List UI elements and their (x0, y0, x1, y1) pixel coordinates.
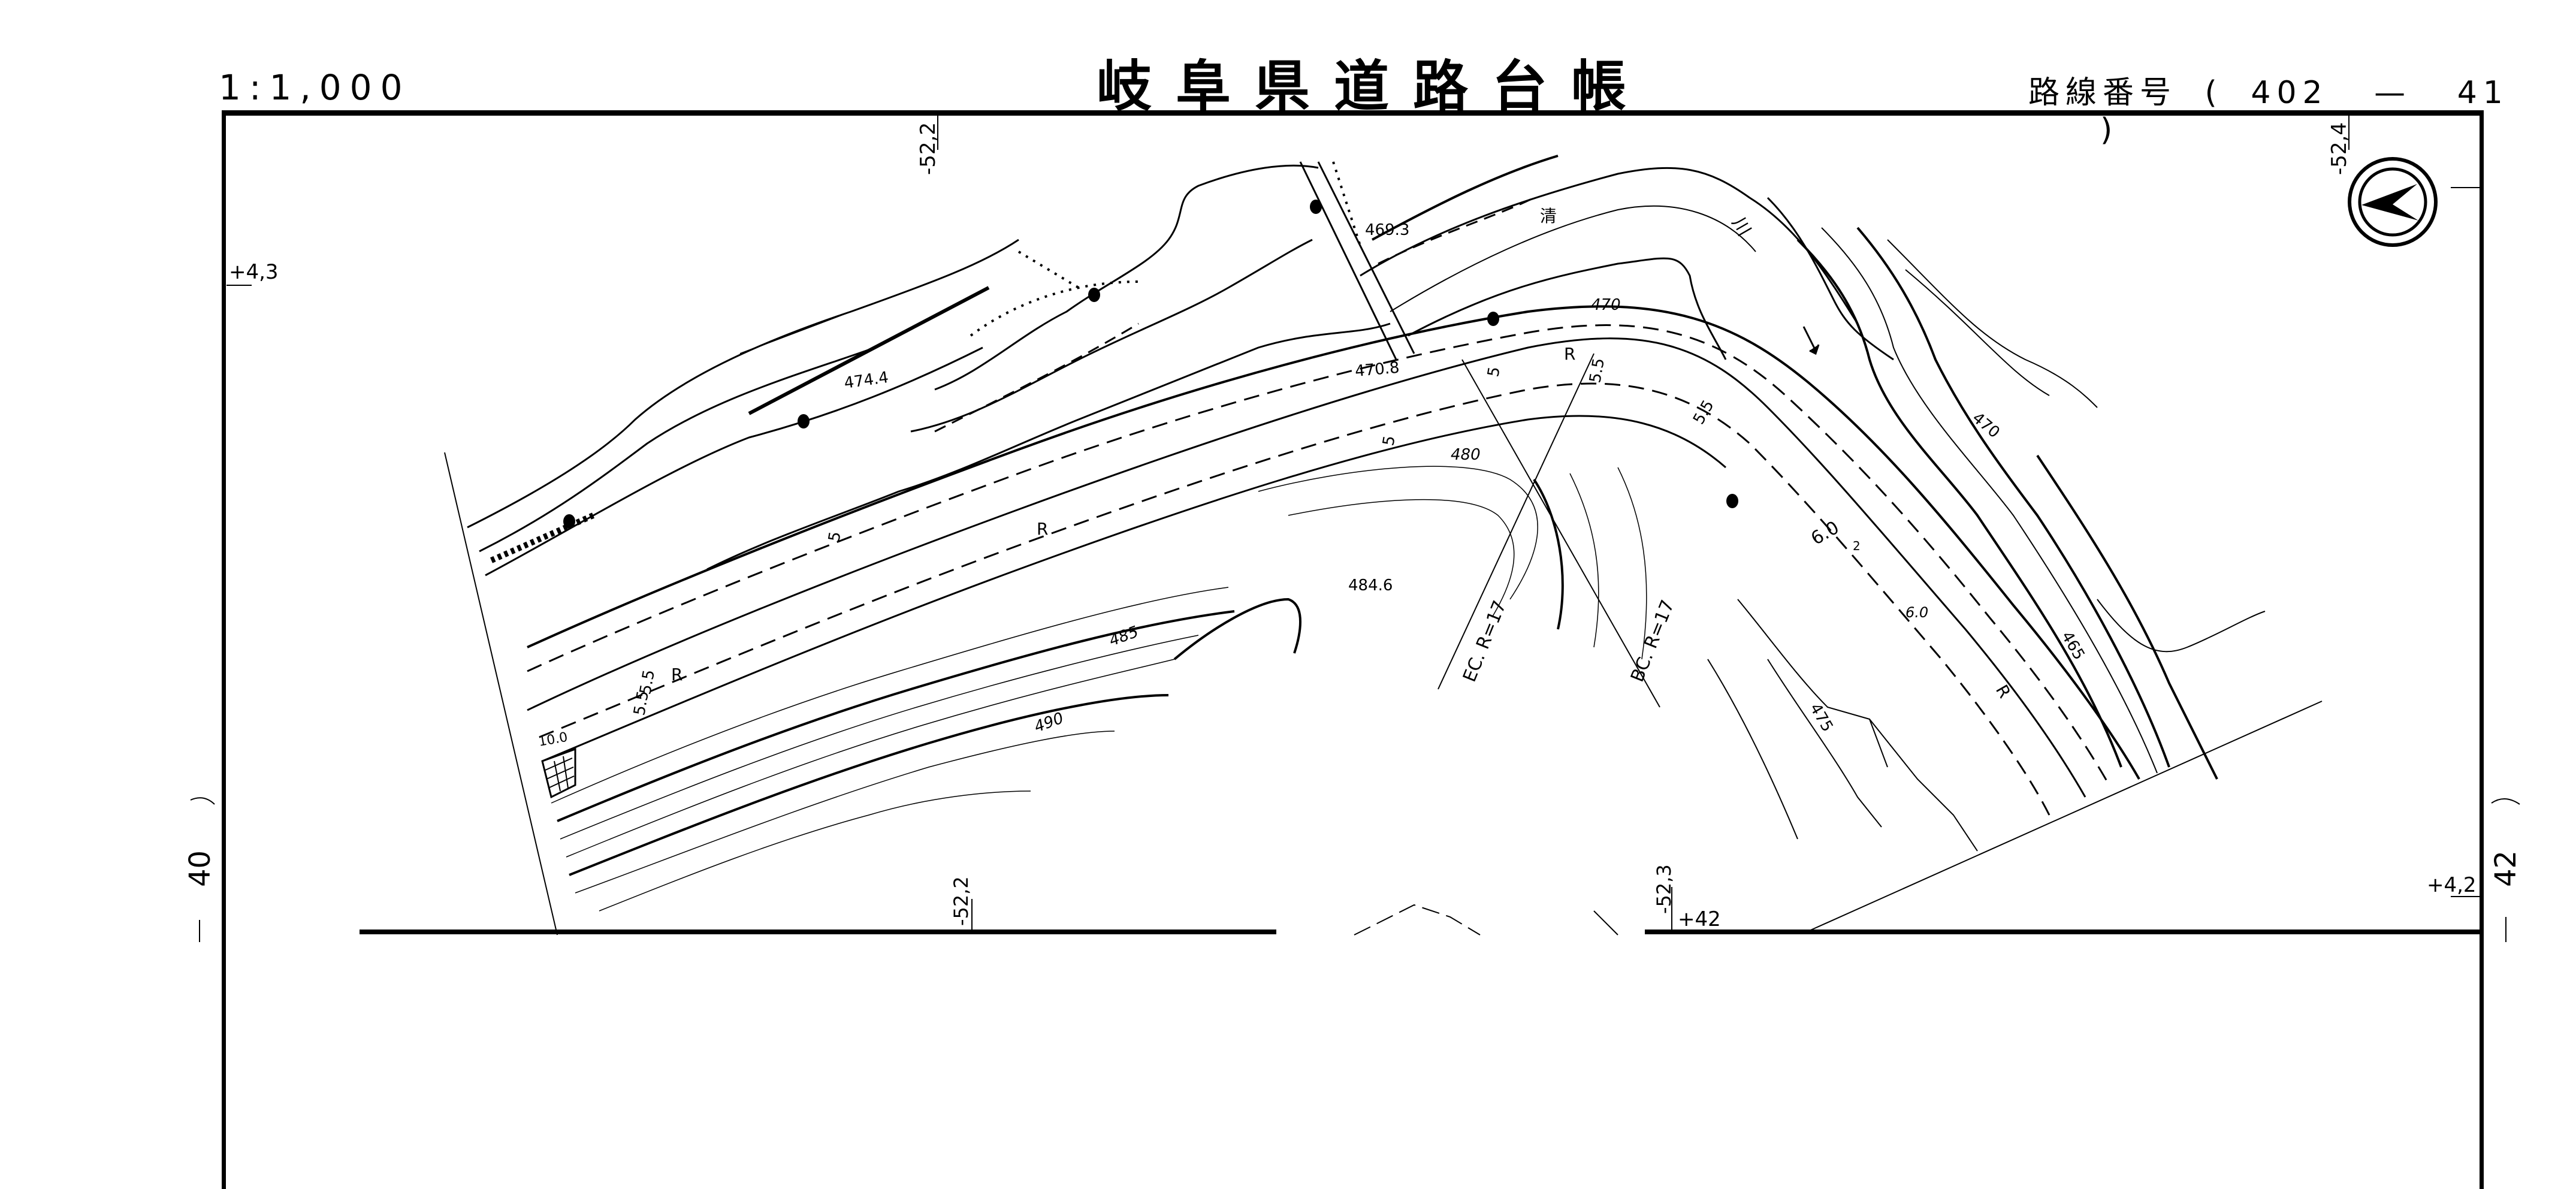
road-width-label: 5.5 (1690, 397, 1718, 428)
terrain-upper-left (467, 239, 1019, 577)
road-width-label: 2 (1853, 539, 1861, 553)
road-map-drawing: -52,2 -52,4 +4,3 +4,2 -52,2 -52,3 +42 40… (183, 115, 2523, 942)
pond-symbol: 清 (1540, 206, 1557, 226)
road-mark-r: R (1564, 344, 1575, 364)
elevation-label: 470.8 (1354, 359, 1400, 381)
grid-label-top-left: -52,2 (916, 122, 940, 175)
terrain-upper-middle (706, 164, 1391, 571)
road-width-label: 5.5 (630, 689, 653, 717)
elevation-label: 474.4 (843, 369, 890, 393)
grid-label-top-right: -52,4 (2327, 122, 2351, 175)
contour-lines (551, 466, 1647, 912)
elevation-label: 469.3 (1365, 221, 1409, 239)
road-width-label: 5.5 (1586, 357, 1608, 384)
sheet-number-left: 40 (183, 850, 217, 887)
elevation-label: 484.6 (1348, 577, 1393, 594)
page-title: 岐阜県道路台帳 (1097, 55, 1651, 119)
road-width-label: 6.0 (1905, 604, 1928, 621)
route-major: 402 (2251, 75, 2329, 111)
north-arrow-icon (2348, 157, 2438, 247)
map-frame (222, 110, 2484, 1189)
grid-label-bottom-plus: +42 (1678, 907, 1721, 931)
grid-label-left: +4,3 (229, 260, 279, 284)
sheet-left-paren (190, 797, 215, 805)
curve-label-bc: BC. R=17 (1627, 597, 1678, 685)
road-width-label: 5.5 (636, 668, 659, 696)
route-minor: 41 (2457, 75, 2509, 111)
elevation-label: 470 (1591, 296, 1621, 314)
map-scale: 1:1,000 (219, 67, 411, 108)
elevation-label: 480 (1451, 446, 1481, 464)
road-mark-r: R (1037, 519, 1048, 539)
route-close-paren: ) (2100, 112, 2119, 148)
survey-limit-right (1806, 701, 2323, 933)
lower-center-structures (1354, 599, 1978, 935)
road-mark-r: R (1992, 681, 2015, 701)
route-number-label: 路線番号 (2028, 75, 2178, 111)
flow-arrows (1802, 326, 1820, 355)
river-symbol: 川 (1728, 214, 1754, 240)
road-width-label: 6.0 (1808, 517, 1843, 550)
grid-label-right: +4,2 (2427, 873, 2477, 897)
right-side-terrain (1796, 227, 2266, 780)
road-width-label: 5 (825, 530, 844, 544)
curve-radius-lines (1438, 353, 1660, 708)
sheet-number-right: 42 (2489, 850, 2523, 887)
road-width-label: 10.0 (537, 730, 569, 750)
grid-label-bottom-left: -52,2 (950, 876, 973, 926)
curve-label-ec: EC. R=17 (1459, 597, 1511, 685)
road-width-label: 5 (1484, 366, 1503, 379)
retaining-wall-hatch (541, 747, 576, 799)
survey-limit-left (444, 452, 558, 935)
elevation-label: 475 (1806, 701, 1837, 735)
elevation-label: 470 (1969, 409, 2003, 442)
sheet-right-paren (2491, 798, 2520, 805)
grid-label-bottom-center: -52,3 (1653, 864, 1675, 914)
route-number: 路線番号 ( 402 — 41 ) (2028, 67, 2576, 148)
main-road (527, 305, 2140, 816)
road-mark-r: R (671, 665, 682, 684)
river-channel (1360, 167, 1894, 361)
elevation-label: 485 (1107, 623, 1141, 650)
control-points (563, 200, 1738, 529)
route-open-paren: ( (2204, 75, 2223, 111)
road-width-label: 5 (1379, 434, 1399, 448)
route-dash: — (2374, 75, 2412, 111)
